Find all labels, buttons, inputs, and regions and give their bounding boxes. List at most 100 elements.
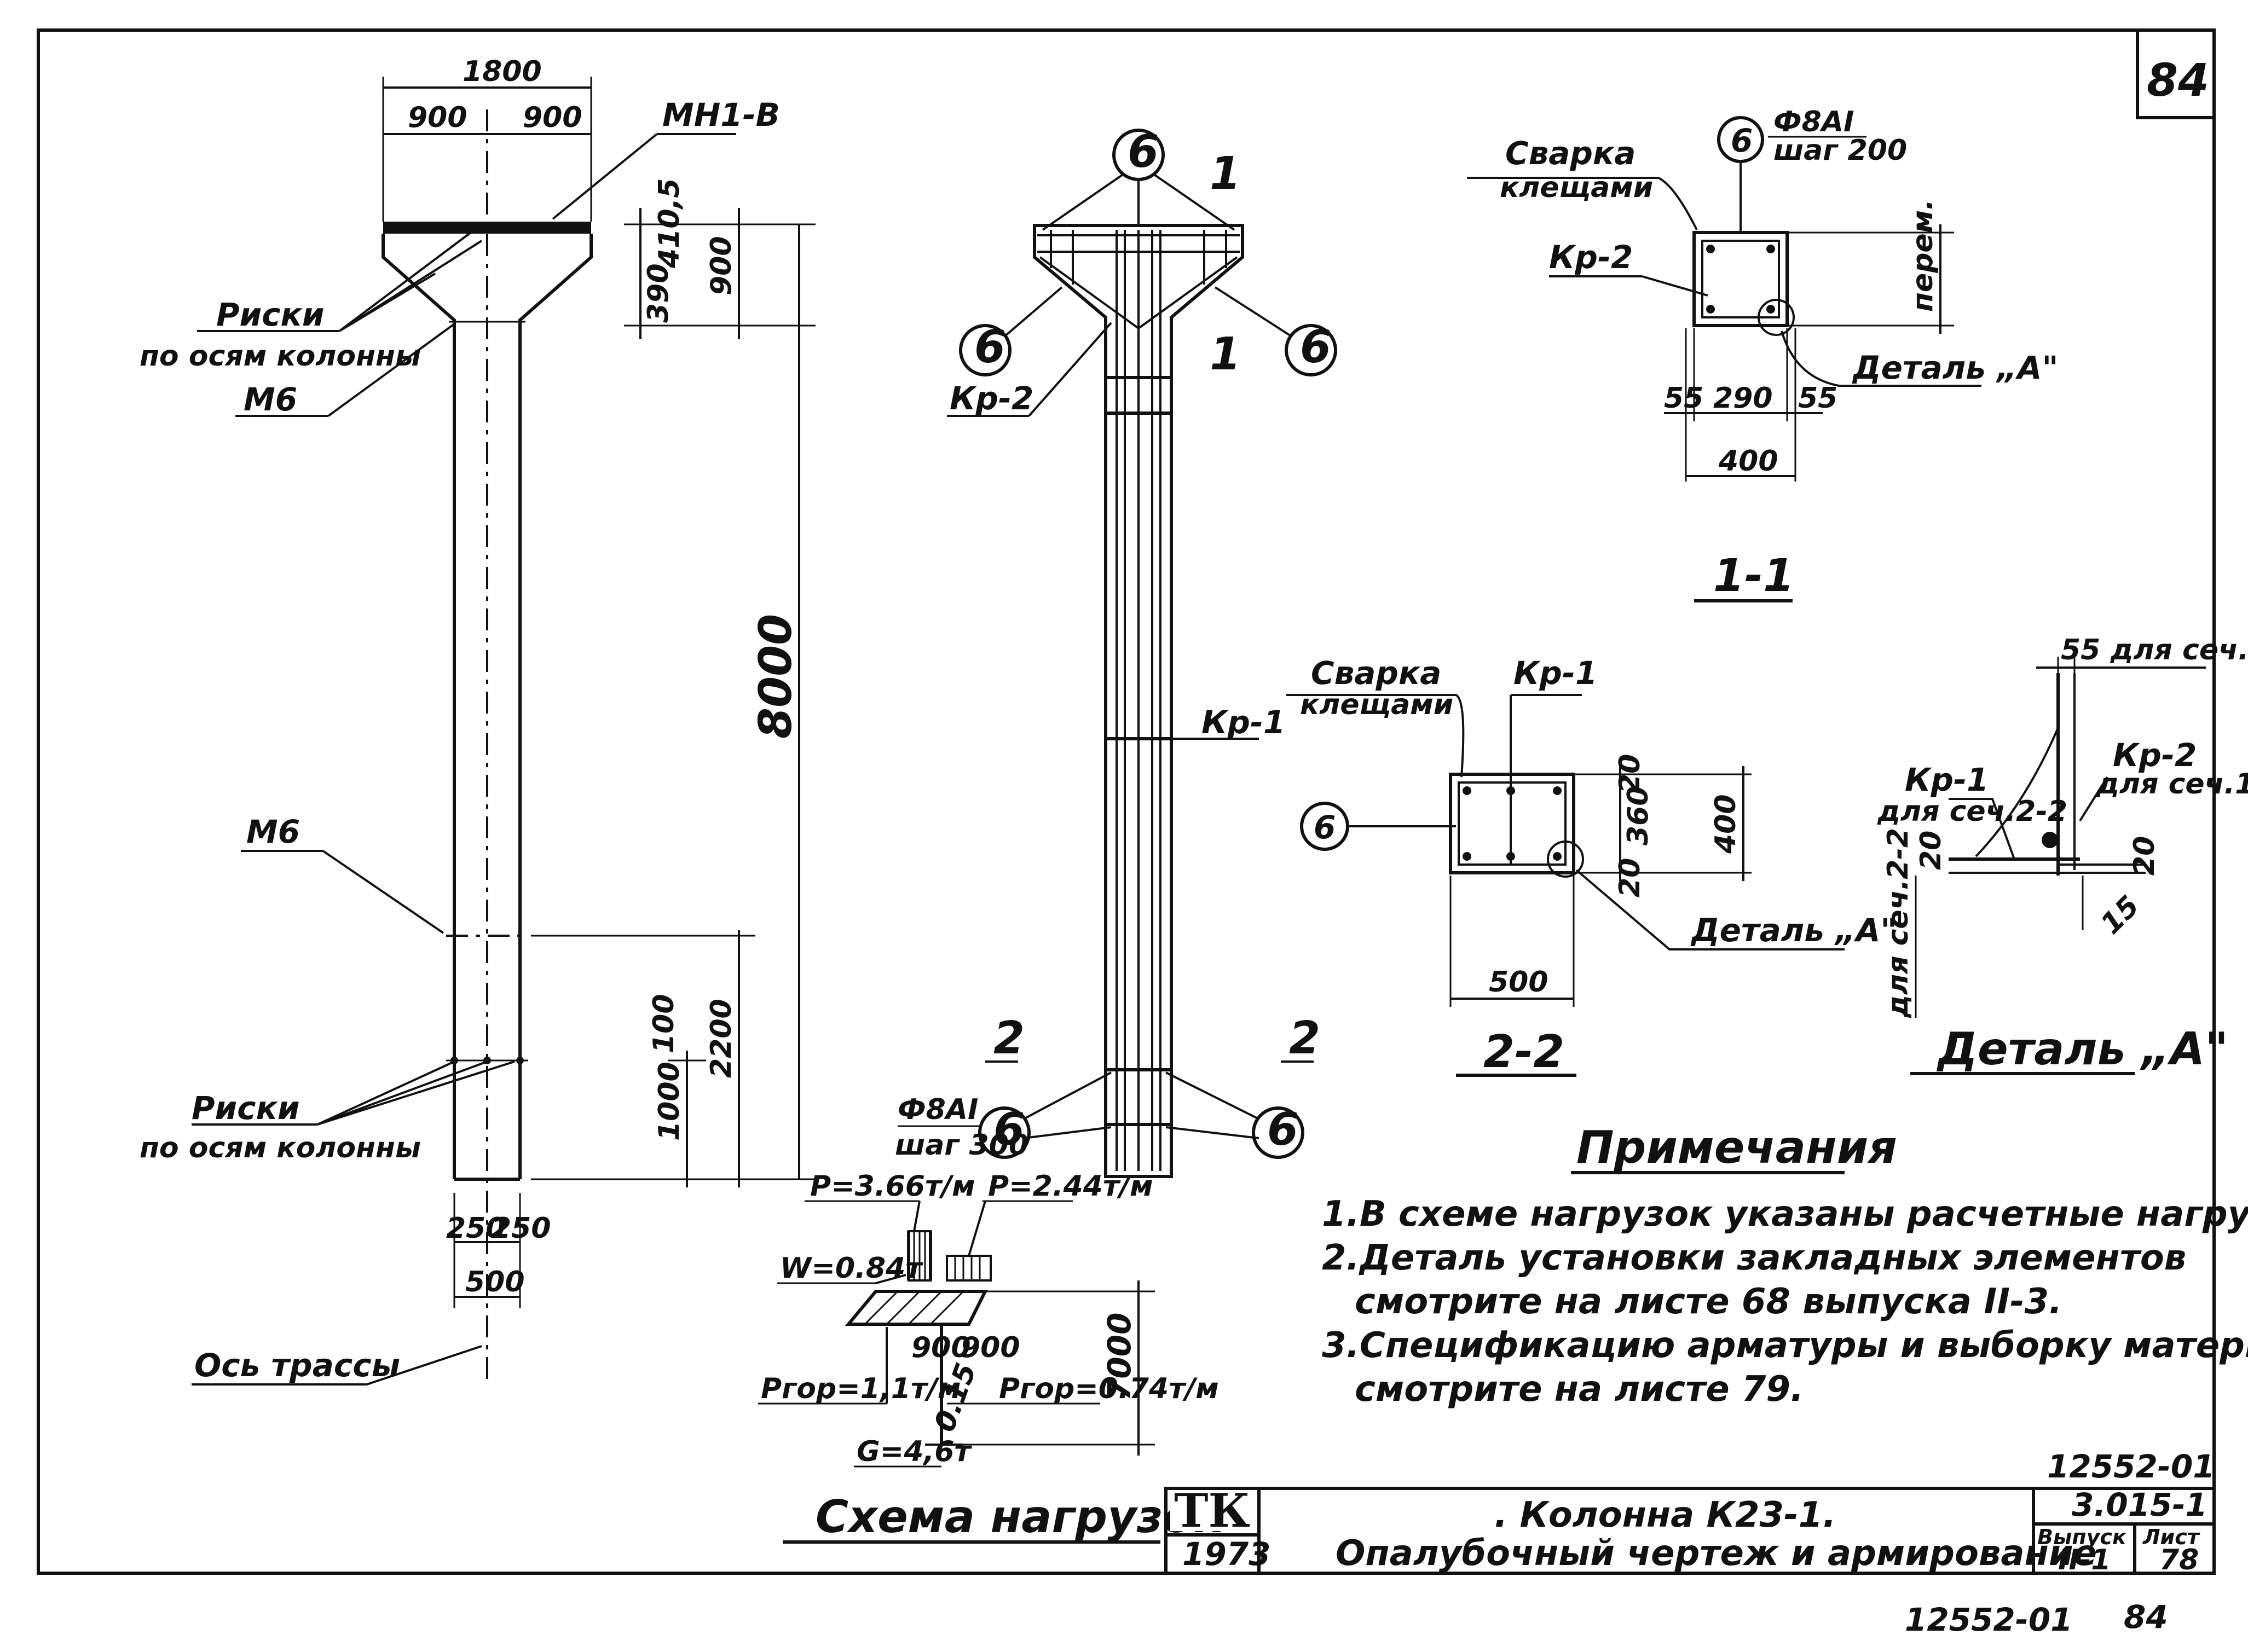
ls-dim-7000: 7000 xyxy=(1101,1313,1138,1401)
s22-kr1: Кр-1 xyxy=(1513,654,1597,692)
da-kr1: Кр-1 xyxy=(1905,761,1989,798)
dim-top-part: 410,5 xyxy=(653,178,686,269)
s11-weld: Сварка xyxy=(1505,135,1636,172)
label-rebar-note: Ф8АI xyxy=(898,1093,978,1126)
label-m6-top: М6 xyxy=(244,381,297,418)
bottom-code: 12552-01 xyxy=(1905,1601,2073,1638)
cut-mark-top: 1 xyxy=(1210,148,1241,200)
dim-half-right: 900 xyxy=(523,101,582,134)
ls-p-right: P=2.44т/м xyxy=(988,1170,1153,1203)
tb-issue-value: II-1 xyxy=(2058,1544,2111,1576)
da-top-note: 55 для сеч.1-1 xyxy=(2061,634,2248,666)
label-m6-mid: М6 xyxy=(246,813,300,850)
da-side-note: для сеч.2-2 xyxy=(1882,828,1915,1018)
note-2: 2.Деталь установки закладных элементов xyxy=(1322,1238,2186,1278)
ls-dim-900b: 900 xyxy=(961,1331,1020,1364)
s22-dim-mid: 360 xyxy=(1622,786,1655,845)
s22-dim-height: 400 xyxy=(1709,794,1742,854)
da-kr2: Кр-2 xyxy=(2113,737,2197,774)
dim-base-left: 250 xyxy=(446,1212,506,1245)
cut2-left: 2 xyxy=(993,1012,1025,1064)
s22-dim-bot: 20 xyxy=(1614,858,1646,897)
label-risks-top: Риски xyxy=(216,296,325,333)
ls-p-left: P=3.66т/м xyxy=(810,1170,975,1203)
da-dim-20b: 20 xyxy=(2128,836,2161,876)
s22-weld: Сварка xyxy=(1311,654,1441,692)
da-dim-20a: 20 xyxy=(1915,831,1948,870)
column-head-outline xyxy=(382,234,593,1179)
svg-text:6: 6 xyxy=(1128,126,1159,178)
load-scheme: P=3.66т/м P=2.44т/м W=0.84т Pгор=1,1т/м … xyxy=(758,1170,1226,1544)
s22-dim-top: 20 xyxy=(1614,754,1646,793)
notes: Примечания 1.В схеме нагрузок указаны ра… xyxy=(1322,1122,2248,1410)
s22-marker-6: 6 xyxy=(1314,809,1336,846)
label-rebar-step: шаг 300 xyxy=(895,1129,1028,1162)
ls-title: Схема нагрузок xyxy=(816,1491,1226,1543)
marker-6-left: 6 xyxy=(959,286,1063,376)
s11-dim-right: 55 xyxy=(1798,382,1837,415)
s11-step: шаг 200 xyxy=(1773,134,1907,167)
title-block: 12552-01 ТК 1973 . Колонна К23-1. Опалуб… xyxy=(1164,1448,2216,1576)
dim-half-left: 900 xyxy=(408,101,467,134)
dim-total-width: 1800 xyxy=(463,55,542,88)
s11-kr2: Кр-2 xyxy=(1549,239,1633,276)
s11-weld-sub: клещами xyxy=(1500,171,1653,204)
s11-detail: Деталь „А" xyxy=(1852,349,2059,386)
page-number: 84 xyxy=(2147,55,2209,107)
label-risks-bottom-sub: по осям колонны xyxy=(140,1132,421,1164)
dim-base-right: 250 xyxy=(492,1212,551,1245)
dim-small: 100 xyxy=(648,994,680,1053)
bottom-page: 84 xyxy=(2124,1598,2168,1636)
marker-6-bottom-left: 6 xyxy=(978,1071,1112,1159)
note-1: 1.В схеме нагрузок указаны расчетные наг… xyxy=(1322,1194,2248,1234)
marker-6-top: 6 xyxy=(1042,126,1235,231)
da-dim-15: 15 xyxy=(2095,890,2146,941)
section-2-2: Сварка клещами Кр-1 6 20 360 20 400 500 … xyxy=(1286,654,1897,1078)
s22-title: 2-2 xyxy=(1483,1026,1564,1078)
label-kr1: Кр-1 xyxy=(1201,704,1285,741)
notes-title: Примечания xyxy=(1576,1122,1897,1174)
column-head-plate xyxy=(383,222,591,234)
ls-p-gor-left: Pгор=1,1т/м xyxy=(761,1372,961,1405)
svg-text:6: 6 xyxy=(1300,321,1331,373)
detail-a: 55 для сеч.1-1 Кр-1 для сеч.2-2 Кр-2 для… xyxy=(1877,634,2248,1075)
note-2b: смотрите на листе 68 выпуска II-3. xyxy=(1355,1282,2062,1322)
cut-mark-bottom: 1 xyxy=(1210,328,1241,380)
tb-logo: ТК xyxy=(1174,1483,1250,1538)
s11-dim-total: 400 xyxy=(1718,445,1778,478)
s22-weld-sub: клещами xyxy=(1300,688,1453,721)
s22-dim-width: 500 xyxy=(1489,966,1548,999)
da-kr1-sub: для сеч.2-2 xyxy=(1877,795,2067,828)
label-risks-top-sub: по осям колонны xyxy=(140,340,421,373)
svg-text:6: 6 xyxy=(1267,1104,1298,1156)
label-kr2: Кр-2 xyxy=(950,380,1033,417)
cut2-right: 2 xyxy=(1289,1012,1320,1064)
ls-weight: G=4,6т xyxy=(857,1435,972,1468)
dim-lower-part: 390 xyxy=(642,263,675,323)
marker-6-bottom-right: 6 xyxy=(1165,1071,1304,1159)
ls-dim-900: 900 xyxy=(911,1331,971,1364)
label-route-axis: Ось трассы xyxy=(194,1347,400,1384)
tb-issue-label: Выпуск xyxy=(2037,1525,2127,1549)
svg-text:6: 6 xyxy=(993,1104,1025,1156)
dim-lower-section: 2200 xyxy=(705,999,738,1078)
dim-bottom-section: 1000 xyxy=(653,1062,686,1141)
tb-title-2: Опалубочный чертеж и армирование xyxy=(1336,1533,2097,1574)
tb-sheet-value: 78 xyxy=(2159,1544,2199,1576)
label-embedded-part: МН1-В xyxy=(662,96,780,134)
s22-detail: Деталь „А" xyxy=(1690,912,1897,949)
section-1-1: 6 Ф8АI шаг 200 Сварка клещами Кр-2 перем… xyxy=(1467,106,2059,602)
s11-dim-left: 55 xyxy=(1664,382,1703,415)
note-3b: смотрите на листе 79. xyxy=(1355,1369,1804,1410)
page-number-box: 84 xyxy=(2136,28,2216,119)
tb-series: 3.015-1 xyxy=(2072,1486,2207,1523)
tb-code-top: 12552-01 xyxy=(2047,1448,2215,1485)
note-3: 3.Спецификацию арматуры и выборку матери… xyxy=(1322,1325,2248,1366)
s11-dim-mid: 290 xyxy=(1713,382,1773,415)
column-elevation: 1800 900 900 МН1-В 410,5 390 900 8000 22… xyxy=(140,55,816,1386)
s11-side-dim: перем. xyxy=(1906,199,1939,312)
tb-year: 1973 xyxy=(1182,1535,1270,1573)
label-risks-bottom: Риски xyxy=(192,1089,300,1127)
s11-title: 1-1 xyxy=(1713,550,1794,602)
